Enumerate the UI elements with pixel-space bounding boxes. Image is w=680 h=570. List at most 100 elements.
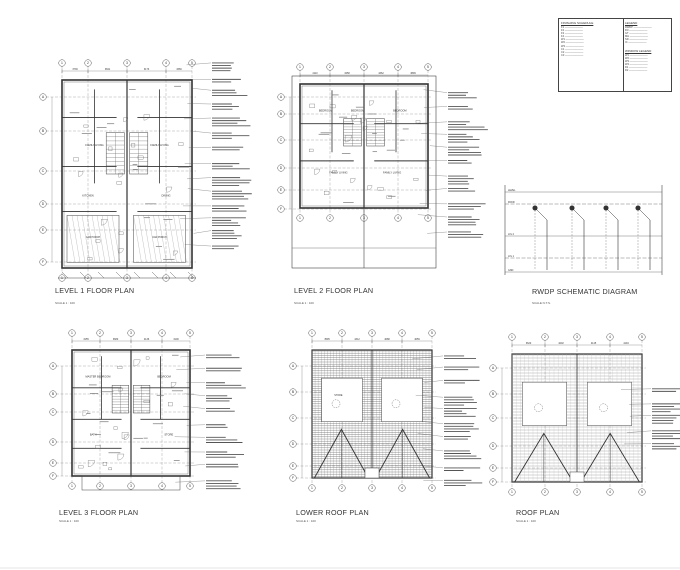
- level1-row-bubble-label: A: [42, 95, 45, 99]
- lowerroof-col-bubble: [308, 329, 316, 337]
- rwdp-pipe: [571, 207, 585, 221]
- level2-fixture: [386, 195, 392, 199]
- level2-door-swing: [362, 126, 368, 131]
- roof-flat-roof: [522, 381, 567, 426]
- level3-fixture: [145, 356, 150, 360]
- level3-col-bubble: [68, 482, 76, 490]
- lowerroof-row-bubble: [289, 462, 297, 470]
- level1-col-bubble-label: 4: [165, 61, 167, 65]
- level1-dim-text: 3841: [105, 68, 111, 71]
- lowerroof-leader: [417, 433, 444, 437]
- level1-leader: [186, 62, 212, 66]
- level1-car-porch: CAR PORCH: [66, 215, 121, 263]
- level1-hatch: [91, 215, 101, 263]
- level1-room-label: KITCHEN: [82, 194, 94, 198]
- roof-row-bubble: [489, 442, 497, 450]
- level1-row-bubble: [39, 167, 47, 175]
- level1-dim-text: 3173: [144, 68, 150, 71]
- roof-row-bubble-label: E: [492, 466, 495, 470]
- legend-window-row: W4 ———————: [625, 62, 648, 66]
- level2-dim-text: 4362: [378, 72, 384, 75]
- level3-fixture: [143, 400, 150, 403]
- level1-dim-text: 3736: [72, 68, 78, 71]
- level3-row-bubble: [49, 459, 57, 467]
- legend-symbol-row: IC ———————: [625, 41, 647, 45]
- roof-row-bubble: [489, 478, 497, 486]
- level2-row-bubble-label: A: [280, 95, 283, 99]
- legend-finishing-heading: FINISHING SCHEDULE: [561, 21, 594, 25]
- level3-row-bubble: [49, 362, 57, 370]
- lowerroof-row-bubble: [289, 440, 297, 448]
- level2-col-bubble: [394, 63, 402, 71]
- roof-leader: [626, 430, 652, 433]
- level2-door-swing: [350, 178, 356, 184]
- roof-row-bubble: [489, 364, 497, 372]
- level1-fixture: [87, 257, 93, 261]
- roof-col-bubble-label: 5: [641, 490, 643, 494]
- level2-fixture: [415, 120, 421, 124]
- rwdp-pipe: [534, 207, 548, 221]
- rwdp-level-label: LVL 2: [508, 233, 515, 236]
- roof-scale: SCALE 1 : 100: [516, 519, 536, 523]
- level2-row-bubble: [277, 164, 285, 172]
- level3-door-swing: [82, 410, 89, 417]
- level2-col-bubble: [360, 63, 368, 71]
- roof-dim-text: 4202: [558, 342, 564, 345]
- level2-col-bubble-label: 2: [329, 216, 331, 220]
- level1-gate: [133, 271, 141, 279]
- roof-row-bubble-label: B: [492, 392, 495, 396]
- level2-door-swing: [345, 135, 353, 143]
- level1-leader: [183, 117, 212, 120]
- level1-row-bubble-label: D: [42, 202, 45, 206]
- level1-room-label: CAR PORCH: [152, 236, 167, 239]
- level2-col-bubble-label: 3: [363, 65, 365, 69]
- level3-row-bubble-label: E: [52, 461, 55, 465]
- level2-door-swing: [360, 117, 366, 124]
- lowerroof-col-bubble: [368, 484, 376, 492]
- level1-hatch: [168, 215, 177, 263]
- lowerroof-leader: [415, 395, 444, 398]
- rwdp-level-label: GND: [508, 269, 514, 272]
- level2-col-bubble-label: 4: [397, 65, 399, 69]
- legend-box: FINISHING SCHEDULE F1 ———————F2 ———————F…: [558, 18, 672, 92]
- level2-col-bubble: [326, 214, 334, 222]
- level3-room-label: BATH: [90, 433, 97, 437]
- legend-symbols-rows: RWDP ———————FD ———————GT ———————MH —————…: [623, 26, 671, 45]
- level2-fixture: [324, 191, 330, 195]
- lowerroof-dim-text: 4312: [354, 338, 360, 341]
- level3-leader: [174, 436, 206, 438]
- level2-row-bubble-label: E: [280, 188, 283, 192]
- level1-title: LEVEL 1 FLOOR PLAN: [55, 286, 135, 295]
- legend-finishing-row: F1 ———————: [561, 26, 583, 29]
- level1-col-bubble-label: 5: [191, 61, 193, 65]
- legend-window-row: W2 ———————: [625, 56, 648, 60]
- level2-dim-text: 4110: [312, 72, 318, 75]
- level1-hatch: [81, 215, 91, 263]
- level3-door-swing: [124, 434, 130, 440]
- level3-dim-text: 3100: [173, 338, 179, 341]
- legend-finishing-row: F4 ———————: [561, 35, 583, 39]
- roof-col-bubble: [508, 488, 516, 496]
- level1-gate: [79, 271, 87, 279]
- level2-row-bubble: [277, 93, 285, 101]
- rwdp-level-label: LEVEL: [508, 189, 516, 192]
- level2-leader: [423, 89, 448, 93]
- level2-row-bubble: [277, 186, 285, 194]
- legend-finishing-row: W3 ———————: [561, 44, 584, 48]
- level1-col-bubble: [84, 59, 92, 67]
- level3-door-swing: [121, 432, 129, 439]
- roof-col-bubble: [508, 333, 516, 341]
- lowerroof-leader: [412, 355, 444, 359]
- level3-col-bubble: [127, 329, 135, 337]
- roof-col-bubble: [638, 333, 646, 341]
- level1-hatch: [76, 215, 86, 263]
- level2-leader: [418, 121, 448, 124]
- level2-fixture: [309, 103, 315, 108]
- level2-col-bubble-label: 5: [427, 65, 429, 69]
- level1-row-bubble: [39, 93, 47, 101]
- roof-dim-text: 4145: [591, 342, 597, 345]
- level3-col-bubble-label: 3: [130, 484, 132, 488]
- level3-row-bubble: [49, 438, 57, 446]
